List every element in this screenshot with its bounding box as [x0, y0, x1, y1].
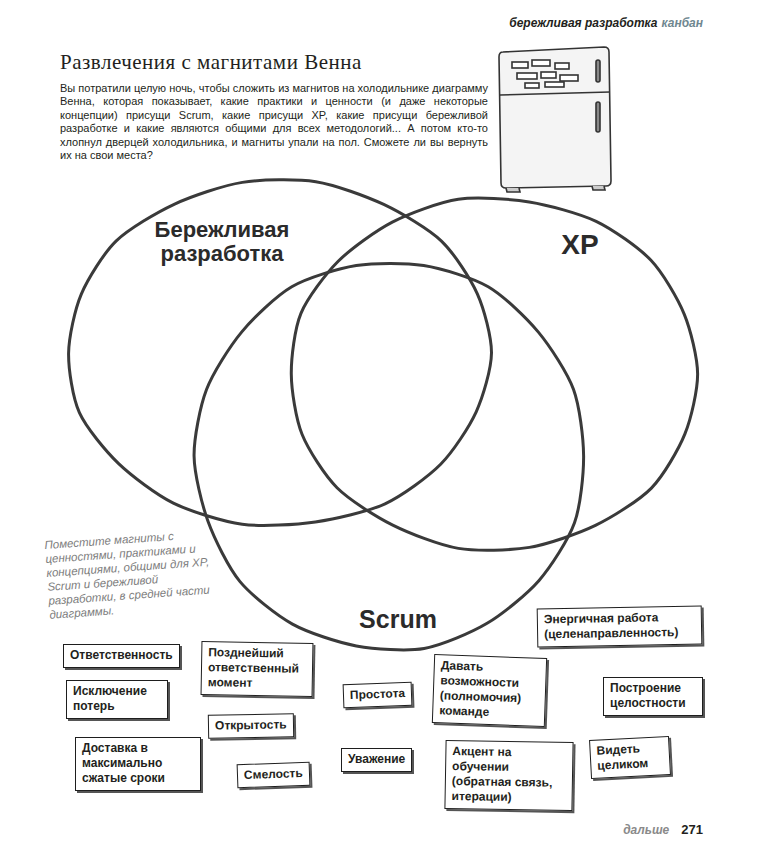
- magnet-box: Видеть целиком: [589, 736, 671, 779]
- magnet-box: Простота: [343, 682, 413, 708]
- magnet-text: Исключение потерь: [73, 684, 161, 714]
- circle-stroke: [291, 198, 697, 550]
- magnet-text: Уважение: [348, 752, 405, 767]
- page-number: 271: [681, 822, 703, 837]
- page-footer: дальше 271: [623, 820, 703, 838]
- magnet-text: Энергичная работа (целенаправленность): [544, 610, 696, 643]
- magnet-text: Открытость: [215, 717, 287, 733]
- magnet-text: Простота: [350, 686, 406, 703]
- magnet-text: Смелость: [244, 766, 303, 783]
- header-section: бережливая разработка: [509, 16, 657, 30]
- circle-stroke: [194, 263, 584, 649]
- magnet-text: Видеть целиком: [596, 740, 663, 773]
- magnet-box: Позднейший ответственный момент: [201, 641, 314, 697]
- magnet-box: Акцент на обучении (обратная связь, итер…: [444, 740, 573, 811]
- circle-outline: [288, 196, 700, 552]
- magnet-box: Ответственность: [63, 644, 180, 668]
- circle-label: XP: [550, 230, 610, 261]
- page-title: Развлечения с магнитами Венна: [60, 50, 362, 75]
- magnet-text: Доставка в максимально сжатые сроки: [82, 741, 194, 786]
- magnet-box: Построение целостности: [603, 677, 703, 716]
- handwritten-note: Поместите магниты с ценностями, практика…: [44, 525, 229, 621]
- circle-stroke: [69, 180, 492, 526]
- magnet-text: Акцент на обучении (обратная связь, итер…: [451, 744, 566, 806]
- magnet-box: Доставка в максимально сжатые сроки: [75, 737, 201, 791]
- magnet-box: Смелость: [237, 762, 311, 789]
- magnet-text: Построение целостности: [610, 681, 696, 711]
- circle-outline: [193, 260, 587, 652]
- venn-circle: Scrum: [193, 260, 587, 652]
- magnet-box: Давать возможности (полномочия) команде: [432, 654, 547, 727]
- intro-paragraph: Вы потратили целую ночь, чтобы сложить и…: [60, 82, 488, 162]
- circle-label: Scrum: [348, 606, 448, 634]
- running-header: бережливая разработка канбан: [509, 16, 703, 30]
- magnet-text: Ответственность: [70, 648, 173, 663]
- magnet-text: Давать возможности (полномочия) команде: [439, 658, 540, 721]
- venn-circle: XP: [288, 196, 700, 552]
- magnet-box: Энергичная работа (целенаправленность): [537, 606, 703, 648]
- magnet-text: Позднейший ответственный момент: [208, 645, 307, 692]
- magnet-box: Открытость: [208, 713, 294, 738]
- header-chapter: канбан: [661, 16, 703, 30]
- fridge: [499, 47, 611, 192]
- venn-circle: Бережливая разработка: [66, 178, 492, 528]
- magnet-box: Исключение потерь: [66, 680, 168, 719]
- footer-next: дальше: [623, 823, 669, 837]
- magnet-box: Уважение: [341, 748, 412, 772]
- circle-label: Бережливая разработка: [146, 218, 298, 266]
